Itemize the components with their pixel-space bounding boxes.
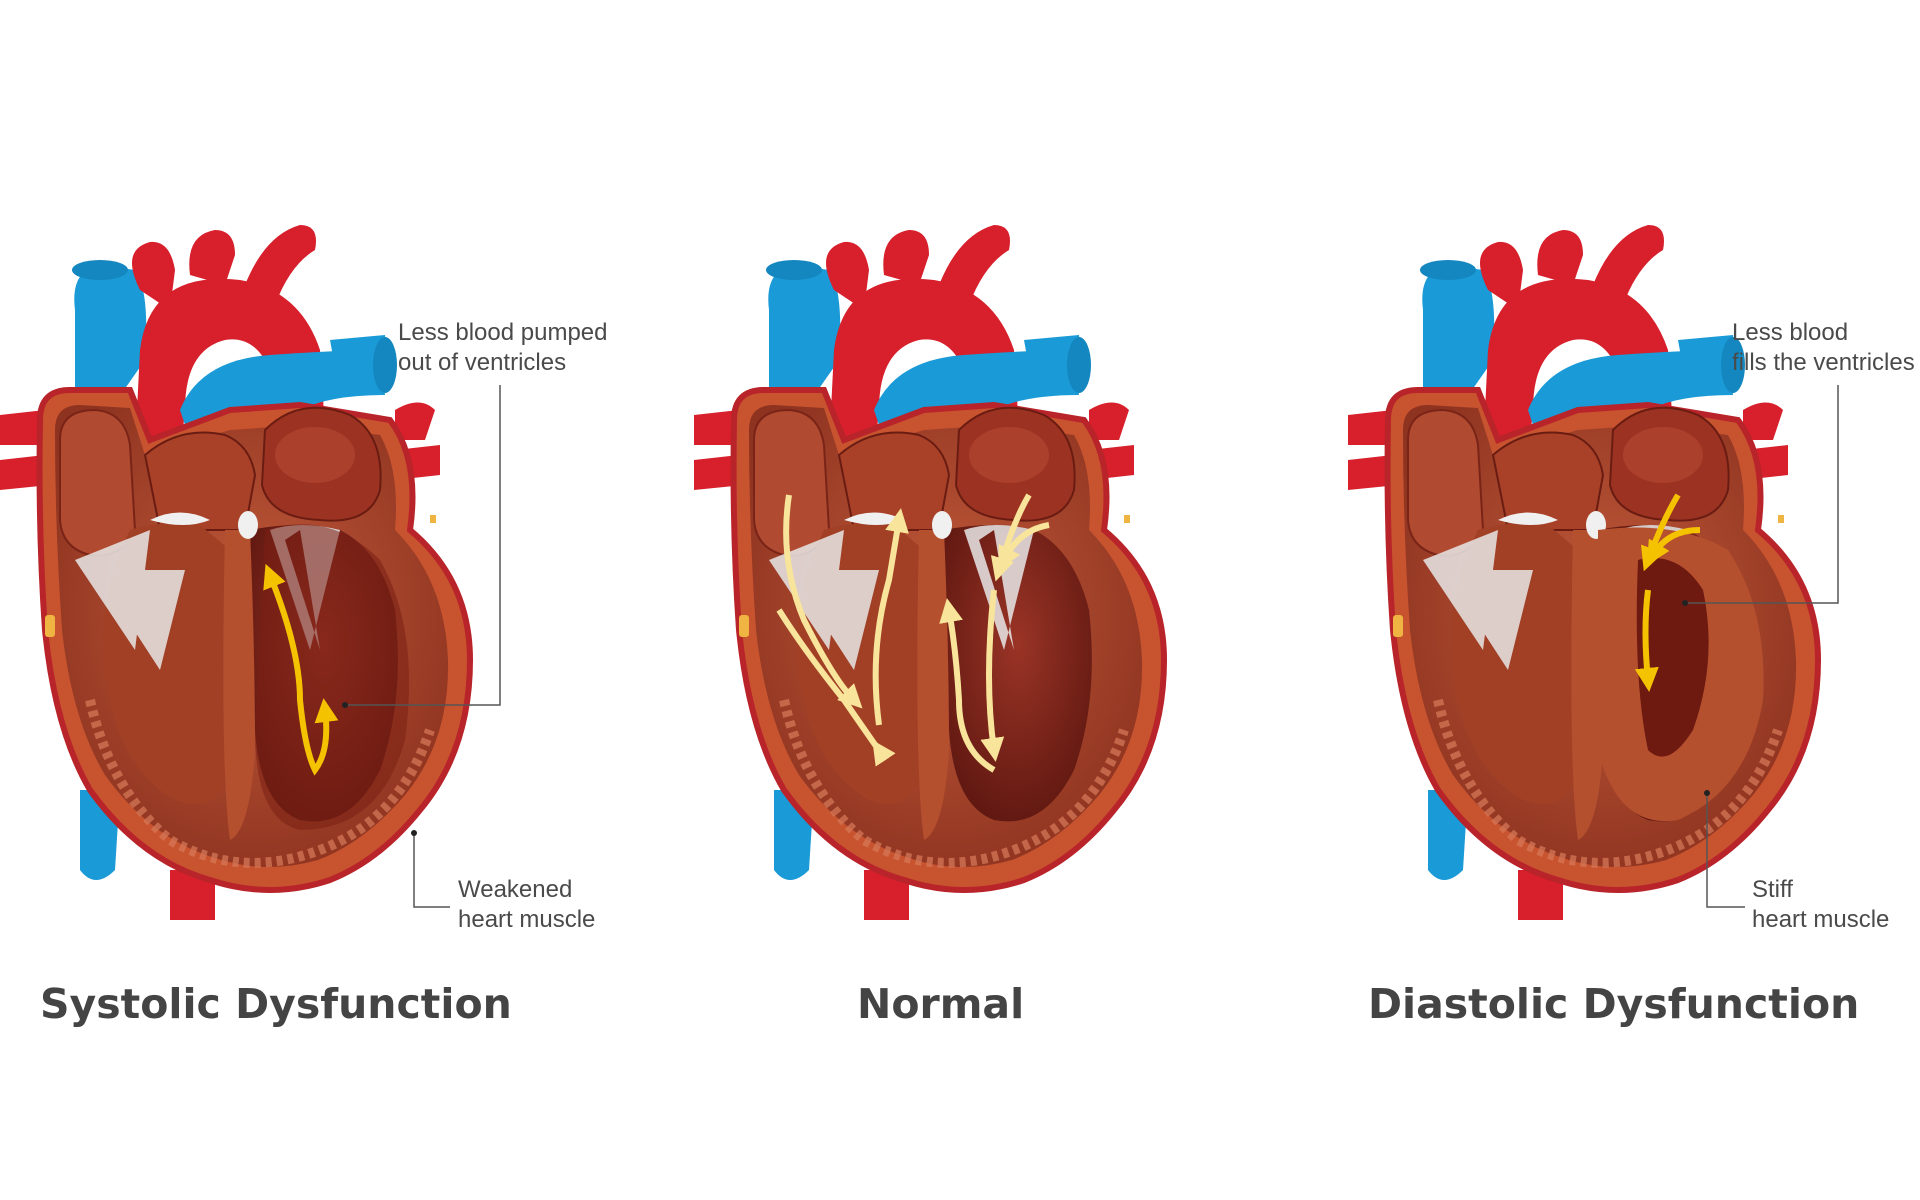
normal-flow-arrow-right xyxy=(783,494,863,709)
systolic-bottom-annotation: Weakened heart muscle xyxy=(458,876,596,933)
normal-flow-arrow-right-up xyxy=(872,508,909,726)
normal-heart-illustration xyxy=(694,230,1274,930)
normal-flow-arrow-left-up xyxy=(939,598,996,773)
normal-flow-arrow-left-in2 xyxy=(998,522,1050,571)
systolic-flow-arrow xyxy=(263,563,339,776)
normal-title: Normal xyxy=(857,980,1025,1028)
diastolic-flow-arrow-down xyxy=(1634,589,1659,692)
systolic-title: Systolic Dysfunction xyxy=(40,980,512,1028)
normal-flow-arrow-left-down xyxy=(980,589,1005,762)
normal-flow-arrow-right-loop xyxy=(776,608,896,767)
diastolic-title: Diastolic Dysfunction xyxy=(1368,980,1860,1028)
normal-panel: Normal xyxy=(694,0,1334,1200)
systolic-top-annotation: Less blood pumped out of ventricles xyxy=(398,319,608,376)
diastolic-bottom-annotation: Stiff heart muscle xyxy=(1752,876,1890,933)
systolic-panel: Less blood pumped out of ventricles Weak… xyxy=(0,0,640,1200)
diastolic-top-annotation: Less blood fills the ventricles xyxy=(1732,319,1915,376)
diastolic-panel: Less blood fills the ventricles Stiff he… xyxy=(1348,0,1920,1200)
